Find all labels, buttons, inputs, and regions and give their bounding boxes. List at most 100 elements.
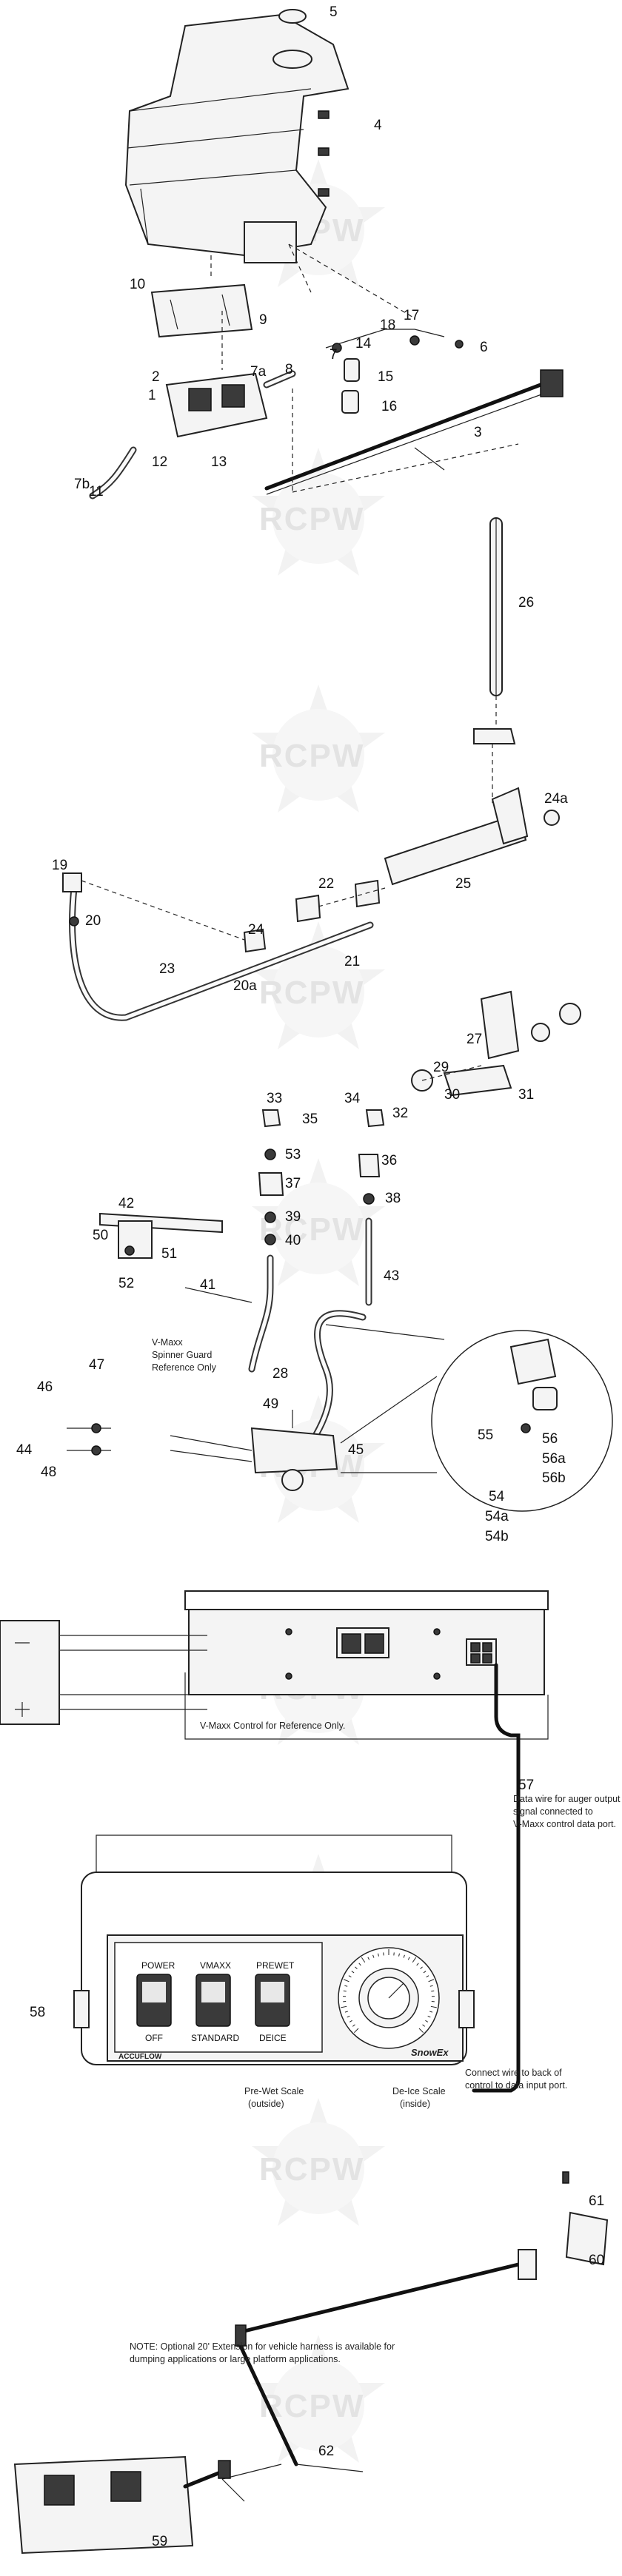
spinner-guard-note-line: V-Maxx bbox=[152, 1337, 183, 1348]
callout-label: 60 bbox=[589, 2253, 604, 2268]
callout-label: 57 bbox=[518, 1778, 534, 1793]
deice-scale-note-line: De-Ice Scale bbox=[392, 2086, 446, 2096]
callout-label: 28 bbox=[272, 1366, 288, 1382]
callout-label: 54b bbox=[485, 1529, 509, 1544]
dial-tick bbox=[427, 2015, 431, 2018]
callout-label: 56 bbox=[542, 1431, 558, 1447]
accuflow-control bbox=[73, 1835, 475, 2065]
connect-wire-note-line: control to data input port. bbox=[465, 2080, 567, 2091]
callout-label: 14 bbox=[355, 336, 372, 352]
watermark-text: RCPW bbox=[259, 738, 364, 774]
callout-label: 30 bbox=[444, 1087, 460, 1103]
callout-label: 19 bbox=[52, 858, 67, 873]
watermark-text: RCPW bbox=[259, 501, 364, 537]
spinner-bracket bbox=[411, 990, 581, 1097]
callout-label: 20 bbox=[85, 913, 101, 929]
pump-59 bbox=[13, 2455, 231, 2555]
dial-tick bbox=[349, 2020, 352, 2022]
dial-tick bbox=[420, 1966, 423, 1969]
callout-label: 52 bbox=[118, 1276, 134, 1291]
callout-label: 54 bbox=[489, 1489, 505, 1504]
data-wire-note-line: signal connected to bbox=[513, 1806, 593, 1817]
callout-label: 54a bbox=[485, 1509, 509, 1524]
dial-tick bbox=[358, 1963, 361, 1966]
spinner-guard bbox=[99, 1212, 253, 1303]
callout-label: 24 bbox=[248, 922, 264, 938]
callout-label: 45 bbox=[348, 1442, 364, 1458]
dial-tick bbox=[398, 1953, 400, 1957]
callout-label: 7b bbox=[74, 477, 90, 492]
callout-label: 16 bbox=[381, 399, 397, 414]
callout-label: 35 bbox=[302, 1112, 318, 1127]
brand-right-logo: SnowEx bbox=[411, 2047, 449, 2058]
switch-bottom-label: OFF bbox=[145, 2033, 163, 2043]
wire-harness-3 bbox=[264, 369, 564, 495]
dial-tick bbox=[344, 1985, 348, 1987]
dial-tick bbox=[423, 1971, 427, 1974]
vmaxx-control bbox=[184, 1590, 549, 1740]
callout-label: 34 bbox=[344, 1091, 361, 1106]
dial-tick bbox=[426, 1975, 429, 1978]
dial-tick bbox=[422, 2024, 425, 2027]
callout-label: 11 bbox=[89, 484, 104, 500]
callout-label: 7 bbox=[330, 347, 338, 363]
callout-label: 44 bbox=[16, 1442, 33, 1458]
callout-label: 47 bbox=[89, 1357, 104, 1373]
callout-label: 43 bbox=[384, 1268, 399, 1284]
switch-top-label: POWER bbox=[141, 1960, 175, 1971]
callout-label: 56a bbox=[542, 1451, 566, 1467]
pump-body bbox=[89, 329, 464, 500]
dial-tick bbox=[425, 2020, 429, 2022]
nozzle-column-left bbox=[248, 1109, 284, 1373]
dial-tick bbox=[412, 1957, 417, 1963]
dial-tick bbox=[418, 2028, 424, 2034]
switch-top-label: VMAXX bbox=[200, 1960, 231, 1971]
callout-label: 10 bbox=[130, 277, 145, 292]
callout-label: 29 bbox=[433, 1060, 449, 1075]
callout-label: 61 bbox=[589, 2193, 604, 2209]
callout-label: 6 bbox=[480, 340, 488, 355]
callout-label: 5 bbox=[330, 4, 338, 20]
dial-tick bbox=[429, 1985, 433, 1987]
dial-tick bbox=[430, 2005, 437, 2008]
hose-23 bbox=[62, 872, 386, 1021]
dial-tick bbox=[341, 2005, 347, 2008]
spray-bar-assembly bbox=[384, 517, 560, 886]
filter-cover bbox=[150, 283, 253, 338]
callout-label: 8 bbox=[285, 362, 293, 377]
callout-label: 32 bbox=[392, 1106, 408, 1121]
callout-label: 9 bbox=[259, 312, 267, 328]
switch-top-label: PREWET bbox=[256, 1960, 295, 1971]
callout-label: 56b bbox=[542, 1470, 566, 1486]
callout-label: 22 bbox=[318, 876, 334, 892]
dial-tick bbox=[361, 1957, 366, 1963]
watermark-text: RCPW bbox=[259, 1211, 364, 1248]
callout-label: 26 bbox=[518, 595, 534, 611]
callout-label: 50 bbox=[93, 1228, 108, 1243]
callout-label: 4 bbox=[374, 118, 382, 133]
spinner-guard-note-line: Reference Only bbox=[152, 1362, 217, 1373]
watermark-text: RCPW bbox=[259, 2151, 364, 2187]
callout-label: 49 bbox=[263, 1396, 278, 1412]
connect-wire-note-line: Connect wire to back of bbox=[465, 2068, 562, 2078]
dial-tick bbox=[429, 2011, 433, 2013]
dial-tick bbox=[355, 1966, 358, 1969]
leader-lines-section-1 bbox=[210, 243, 519, 493]
dial-tick bbox=[372, 1954, 375, 1958]
callout-label: 38 bbox=[385, 1191, 401, 1206]
dial-tick bbox=[353, 2028, 359, 2034]
spinner-guard-note-line: Spinner Guard bbox=[152, 1350, 212, 1360]
callout-label: 58 bbox=[30, 2005, 45, 2020]
callout-label: 3 bbox=[474, 425, 482, 440]
nozzle-column-right bbox=[358, 1109, 385, 1306]
callout-label: 59 bbox=[152, 2534, 167, 2549]
dial-tick bbox=[416, 1963, 419, 1966]
callout-label: 33 bbox=[267, 1091, 282, 1106]
callout-label: 1 bbox=[148, 388, 156, 403]
callout-label: 18 bbox=[380, 317, 395, 333]
dial-ticks bbox=[341, 1949, 437, 2034]
dial-tick bbox=[348, 1975, 352, 1978]
callout-label: 48 bbox=[41, 1464, 56, 1480]
deice-scale-note-line: (inside) bbox=[400, 2099, 430, 2109]
watermark-text: RCPW bbox=[259, 975, 364, 1011]
